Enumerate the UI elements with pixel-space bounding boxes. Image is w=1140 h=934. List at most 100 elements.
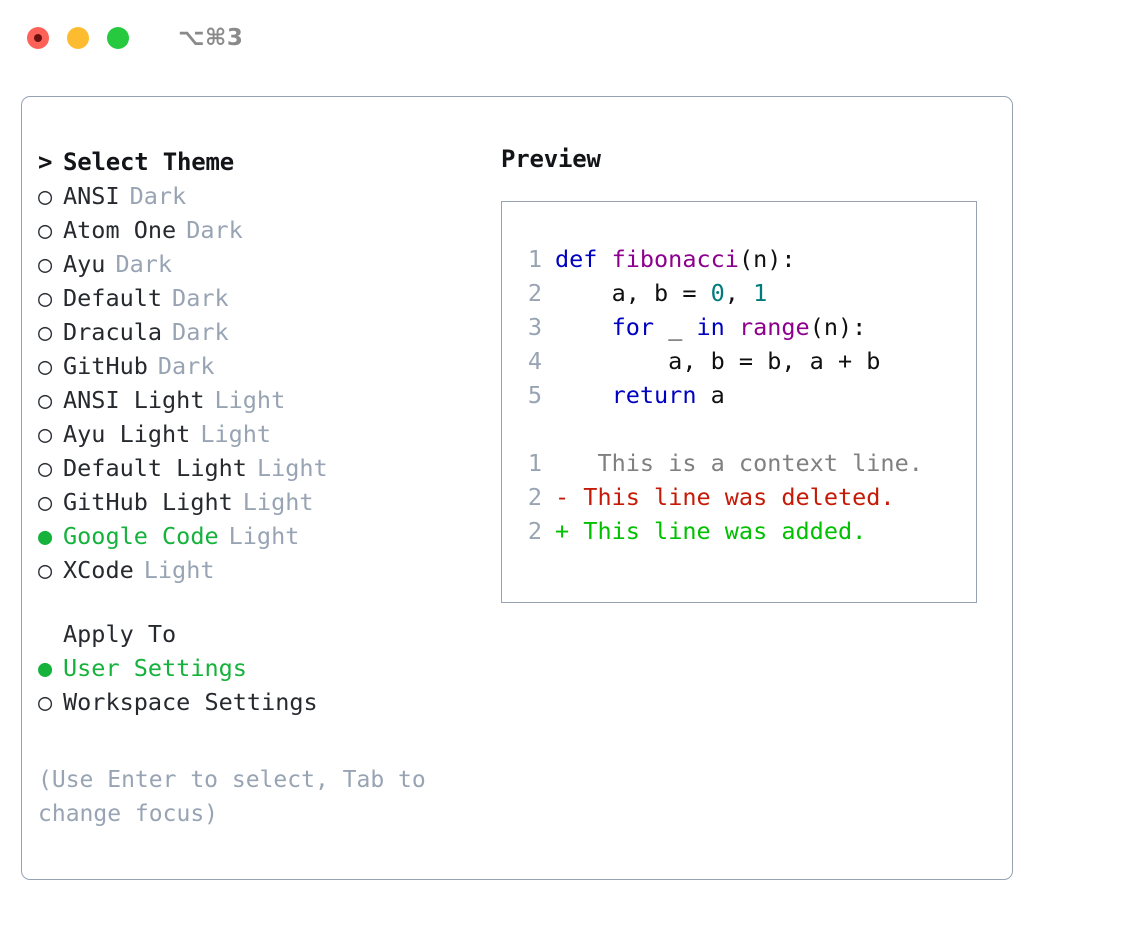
code-token: (n): <box>809 313 867 341</box>
radio-unselected-icon[interactable]: ○ <box>38 250 53 278</box>
radio-unselected-icon[interactable]: ○ <box>38 284 53 312</box>
apply-to-item-label: User Settings <box>63 654 247 682</box>
code-diff-separator <box>516 412 923 446</box>
diff-line: 2- This line was deleted. <box>516 480 923 514</box>
keyboard-hint-text: (Use Enter to select, Tab to change focu… <box>38 767 426 827</box>
diff-line: 2+ This line was added. <box>516 514 923 548</box>
theme-list-item[interactable]: ○ XCode Light <box>38 553 498 587</box>
diff-text: This line was deleted. <box>569 483 895 511</box>
theme-list-item[interactable]: ○ Atom One Dark <box>38 213 498 247</box>
theme-list-item[interactable]: ○ ANSI Light Light <box>38 383 498 417</box>
close-window-button[interactable] <box>27 27 49 49</box>
theme-item-variant-tag: Light <box>214 386 286 414</box>
theme-item-label: GitHub <box>63 352 148 380</box>
theme-item-variant-tag: Light <box>256 454 328 482</box>
radio-unselected-icon[interactable]: ○ <box>38 318 53 346</box>
theme-list-item[interactable]: ○ Default Dark <box>38 281 498 315</box>
maximize-window-button[interactable] <box>107 27 129 49</box>
theme-list-item[interactable]: ○ Ayu Light Light <box>38 417 498 451</box>
code-token: for <box>611 313 655 341</box>
theme-item-label: Dracula <box>63 318 163 346</box>
theme-item-label: Default <box>63 284 163 312</box>
theme-item-variant-tag: Dark <box>172 318 229 346</box>
code-token: a <box>696 381 725 409</box>
theme-list-item[interactable]: ○ Dracula Dark <box>38 315 498 349</box>
radio-unselected-icon[interactable]: ○ <box>38 386 53 414</box>
theme-item-variant-tag: Dark <box>172 284 229 312</box>
focus-caret-icon: > <box>38 148 53 176</box>
theme-item-label: XCode <box>63 556 134 584</box>
theme-item-variant-tag: Light <box>242 488 314 516</box>
title-bar: ⌥⌘3 <box>0 0 1140 76</box>
theme-item-label: Atom One <box>63 216 177 244</box>
diff-marker: - <box>555 483 570 511</box>
radio-selected-icon[interactable]: ● <box>38 522 53 550</box>
code-line: 2 a, b = 0, 1 <box>516 276 923 310</box>
apply-to-list: ● User Settings ○ Workspace Settings <box>38 651 498 719</box>
code-token <box>555 381 612 409</box>
apply-to-item-label: Workspace Settings <box>63 688 318 716</box>
preview-heading: Preview <box>501 145 601 173</box>
theme-item-variant-tag: Dark <box>129 182 187 210</box>
code-line-number: 5 <box>527 381 542 409</box>
apply-to-list-item[interactable]: ○ Workspace Settings <box>38 685 498 719</box>
theme-list-item[interactable]: ○ ANSI Dark <box>38 179 498 213</box>
diff-text: This is a context line. <box>569 449 923 477</box>
code-token: _ <box>654 313 697 341</box>
code-token: 0 <box>710 279 725 307</box>
radio-unselected-icon[interactable]: ○ <box>38 352 53 380</box>
code-line: 5 return a <box>516 378 923 412</box>
code-token: a, b = <box>555 279 711 307</box>
window-controls <box>27 27 129 49</box>
code-token: (n): <box>738 245 796 273</box>
code-token: fibonacci <box>611 245 739 273</box>
theme-item-variant-tag: Dark <box>115 250 173 278</box>
theme-item-label: ANSI <box>63 182 120 210</box>
radio-unselected-icon[interactable]: ○ <box>38 688 53 716</box>
theme-item-variant-tag: Light <box>143 556 215 584</box>
theme-item-label: Ayu Light <box>63 420 191 448</box>
code-token: range <box>738 313 810 341</box>
radio-unselected-icon[interactable]: ○ <box>38 216 53 244</box>
minimize-window-button[interactable] <box>67 27 89 49</box>
diff-line: 1 This is a context line. <box>516 446 923 480</box>
theme-item-variant-tag: Light <box>200 420 272 448</box>
diff-line-number: 2 <box>527 483 542 511</box>
code-line: 4 a, b = b, a + b <box>516 344 923 378</box>
radio-selected-icon[interactable]: ● <box>38 654 53 682</box>
radio-unselected-icon[interactable]: ○ <box>38 556 53 584</box>
keyboard-shortcut-label: ⌥⌘3 <box>178 25 244 51</box>
theme-item-label: ANSI Light <box>63 386 205 414</box>
radio-unselected-icon[interactable]: ○ <box>38 454 53 482</box>
theme-item-label: GitHub Light <box>63 488 233 516</box>
code-line: 3 for _ in range(n): <box>516 310 923 344</box>
section-spacer <box>38 587 498 617</box>
theme-item-label: Google Code <box>63 522 219 550</box>
code-token: def <box>555 245 612 273</box>
diff-line-number: 1 <box>527 449 542 477</box>
diff-marker <box>555 449 569 477</box>
theme-item-variant-tag: Dark <box>157 352 215 380</box>
radio-unselected-icon[interactable]: ○ <box>38 488 53 516</box>
radio-unselected-icon[interactable]: ○ <box>38 420 53 448</box>
code-token <box>725 313 739 341</box>
code-token <box>555 313 612 341</box>
apply-to-list-item[interactable]: ● User Settings <box>38 651 498 685</box>
code-token: in <box>696 313 725 341</box>
theme-item-variant-tag: Dark <box>186 216 243 244</box>
diff-text: This line was added. <box>569 517 867 545</box>
code-token: , <box>724 279 754 307</box>
theme-list-item[interactable]: ○ GitHub Dark <box>38 349 498 383</box>
apply-to-heading: Apply To <box>38 617 498 651</box>
theme-list-item[interactable]: ○ GitHub Light Light <box>38 485 498 519</box>
apply-to-heading-label: Apply To <box>63 620 177 648</box>
radio-unselected-icon[interactable]: ○ <box>38 182 53 210</box>
